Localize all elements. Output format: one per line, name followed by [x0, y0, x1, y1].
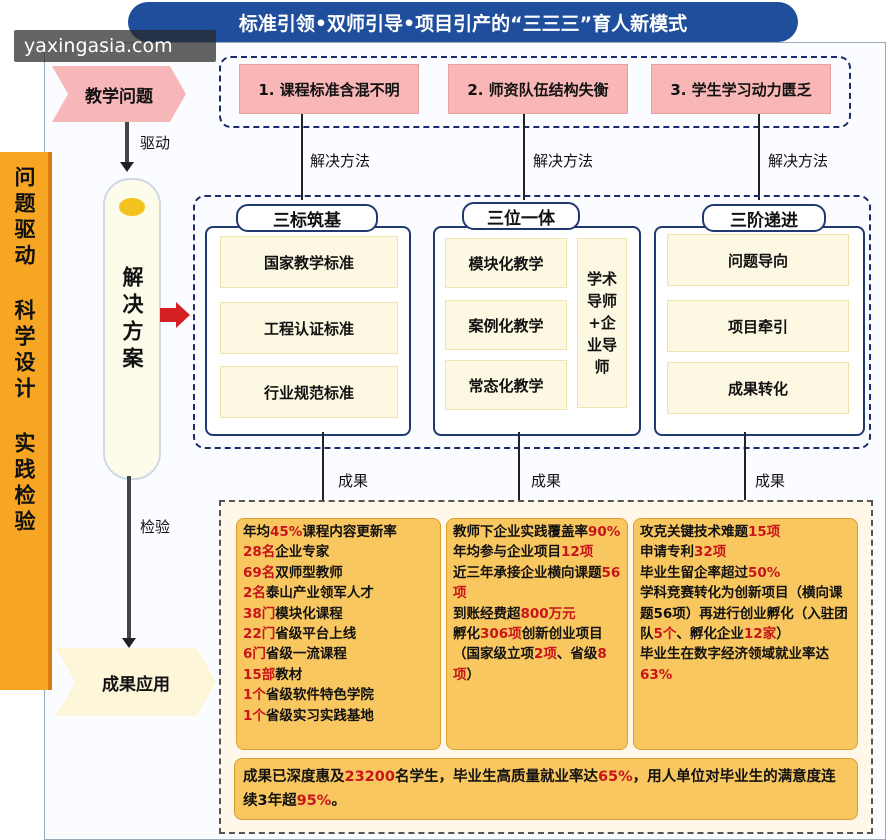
drive-connector: [125, 122, 129, 164]
method-label-1: 解决方法: [310, 152, 371, 170]
solution-label: 解决方案: [105, 266, 159, 374]
pill-dot-icon: [119, 198, 145, 216]
r1-line-1: 28名企业专家: [243, 544, 330, 561]
item-engineering-standard: 工程认证标准: [220, 302, 398, 354]
r3-line-2: 毕业生留企率超过50%: [640, 564, 781, 581]
teaching-problem-node: 教学问题: [52, 66, 186, 122]
solution-label-text: 解决方案: [120, 266, 144, 374]
r3-line-3: 学科竞赛转化为创新项目（横向课题56项）再进行创业孵化（入驻团队5个、孵化企业1…: [640, 585, 848, 643]
r2-line-1: 年均参与企业项目12项: [453, 544, 594, 561]
r1-line-7: 15部教材: [243, 666, 303, 683]
method-label-2: 解决方法: [533, 152, 594, 170]
r2-line-0: 教师下企业实践覆盖率90%: [453, 524, 621, 540]
r1-line-4: 38门模块化课程: [243, 605, 343, 622]
sidebar-text: 问题驱动 科学设计 实践检验: [12, 166, 36, 536]
results-col-3: 攻克关键技术难题15项 申请专利32项 毕业生留企率超过50% 学科竞赛转化为创…: [633, 518, 858, 750]
result-line-3: [744, 432, 746, 508]
r2-line-5: （国家级立项2项、省级8项）: [453, 646, 607, 683]
r1-line-9: 1个省级实习实践基地: [243, 707, 374, 724]
problem-2: 2. 师资队伍结构失衡: [448, 64, 628, 114]
panel-progressive-head: 三阶递进: [702, 204, 826, 232]
result-label-1: 成果: [338, 472, 369, 490]
r1-line-3: 2名泰山产业领军人才: [243, 585, 374, 602]
item-regular-teaching: 常态化教学: [445, 360, 567, 410]
item-project-driven: 项目牵引: [667, 300, 849, 352]
method-label-3: 解决方法: [768, 152, 829, 170]
solution-node: 解决方案: [103, 178, 161, 480]
results-col-2: 教师下企业实践覆盖率90% 年均参与企业项目12项 近三年承接企业横向课题56项…: [446, 518, 628, 750]
result-label-3: 成果: [755, 472, 786, 490]
result-line-1: [322, 432, 324, 508]
verify-connector: [127, 476, 131, 640]
r3-line-5: 毕业生在数字经济领域就业率达63%: [640, 646, 829, 683]
problem-3: 3. 学生学习动力匮乏: [651, 64, 831, 114]
item-national-standard: 国家教学标准: [220, 236, 398, 288]
result-line-2: [518, 432, 520, 508]
result-label-2: 成果: [531, 472, 562, 490]
method-line-3: [758, 114, 760, 200]
r1-line-0: 年均45%课程内容更新率: [243, 524, 397, 540]
r1-line-6: 6门省级一流课程: [243, 646, 347, 663]
red-arrow-icon: [160, 302, 190, 328]
r2-line-3: 到账经费超800万元: [453, 605, 576, 622]
page-title: 标准引领•双师引导•项目引产的“三三三”育人新模式: [128, 2, 798, 42]
panel-standards-head: 三标筑基: [236, 204, 378, 232]
item-industry-standard: 行业规范标准: [220, 366, 398, 418]
item-case-teaching: 案例化教学: [445, 300, 567, 350]
r3-line-1: 申请专利32项: [640, 544, 727, 561]
verify-arrowhead: [122, 638, 136, 648]
panel-trinity-head: 三位一体: [462, 202, 580, 230]
r2-line-2: 近三年承接企业横向课题56项: [453, 564, 621, 602]
r1-line-8: 1个省级软件特色学院: [243, 687, 374, 704]
problem-1: 1. 课程标准含混不明: [239, 64, 419, 114]
watermark: yaxingasia.com: [14, 30, 216, 62]
drive-arrowhead: [120, 162, 134, 172]
r3-line-0: 攻克关键技术难题15项: [640, 524, 781, 540]
verify-label: 检验: [140, 518, 171, 536]
item-modular-teaching: 模块化教学: [445, 238, 567, 288]
r1-line-2: 69名双师型教师: [243, 564, 343, 581]
drive-label: 驱动: [140, 134, 171, 152]
r1-line-5: 22门省级平台上线: [243, 626, 357, 643]
method-line-1: [301, 114, 303, 200]
sidebar-phases: 问题驱动 科学设计 实践检验: [0, 152, 52, 690]
r2-line-4: 孵化306项创新创业项目: [453, 626, 603, 643]
result-application-node: 成果应用: [56, 648, 216, 716]
item-problem-oriented: 问题导向: [667, 234, 849, 286]
item-result-conversion: 成果转化: [667, 362, 849, 414]
results-summary: 成果已深度惠及23200名学生，毕业生高质量就业率达65%，用人单位对毕业生的满…: [234, 758, 858, 820]
method-line-2: [523, 114, 525, 200]
problems-group: [219, 56, 851, 128]
item-dual-mentor: 学术导师+企业导师: [577, 238, 627, 408]
results-col-1: 年均45%课程内容更新率 28名企业专家 69名双师型教师 2名泰山产业领军人才…: [236, 518, 441, 750]
solutions-group: [193, 195, 871, 449]
